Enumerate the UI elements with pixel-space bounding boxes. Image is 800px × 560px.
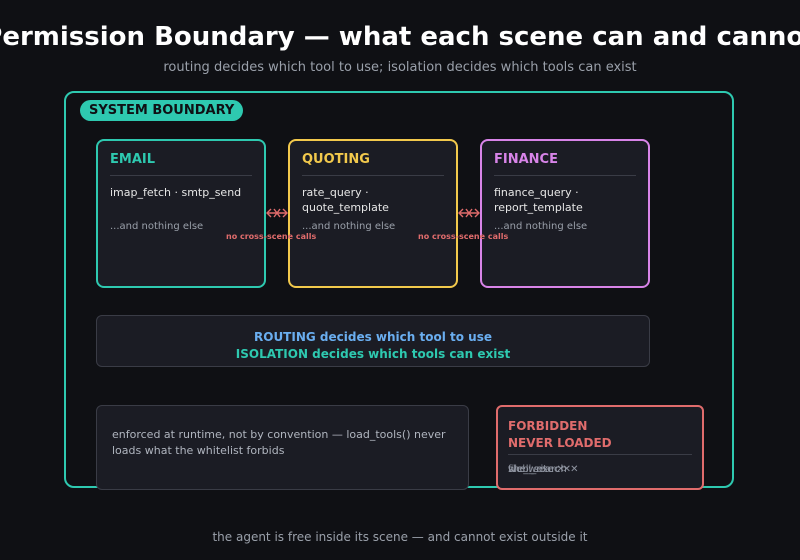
isolation-line: ISOLATION decides which tools can exist [235,347,511,361]
scene-note: ...and nothing else [494,221,588,232]
blocked-arrows-icon [458,208,480,218]
scene-name: QUOTING [302,152,370,167]
scene-name: FINANCE [494,152,558,167]
scene-name: EMAIL [110,152,155,167]
barrier-label: no cross-scene calls [418,232,509,241]
routing-line: ROUTING decides which tool to use [254,330,492,344]
blocked-arrows-icon [266,208,288,218]
divider [508,454,692,455]
page-subtitle: routing decides which tool to use; isola… [163,60,637,75]
forbidden-tool: web_search ✕ [508,464,579,475]
scene-quoting: QUOTING rate_query · quote_template ...a… [288,139,458,288]
scene-tools: finance_query · report_template [494,186,583,214]
scene-tools: rate_query · quote_template [302,186,389,214]
page-title: Permission Boundary — what each scene ca… [0,22,800,52]
scene-finance: FINANCE finance_query · report_template … [480,139,650,288]
divider [302,175,444,176]
forbidden-tool: file_write ✕ [508,464,565,475]
scene-note: ...and nothing else [302,221,396,232]
scene-email: EMAIL imap_fetch · smtp_send ...and noth… [96,139,266,288]
scene-tools: imap_fetch · smtp_send [110,186,242,199]
footer-caption: the agent is free inside its scene — and… [212,530,588,544]
system-boundary-badge: SYSTEM BOUNDARY [80,100,244,121]
forbidden-tool: shell_exec ✕ [508,464,572,475]
divider [110,175,252,176]
enforcement-note: enforced at runtime, not by convention —… [96,405,469,490]
routing-isolation-panel: ROUTING decides which tool to use ISOLAT… [96,315,650,367]
barrier-label: no cross-scene calls [226,232,317,241]
enforcement-text: enforced at runtime, not by convention —… [112,428,446,457]
scene-note: ...and nothing else [110,221,204,232]
divider [494,175,636,176]
